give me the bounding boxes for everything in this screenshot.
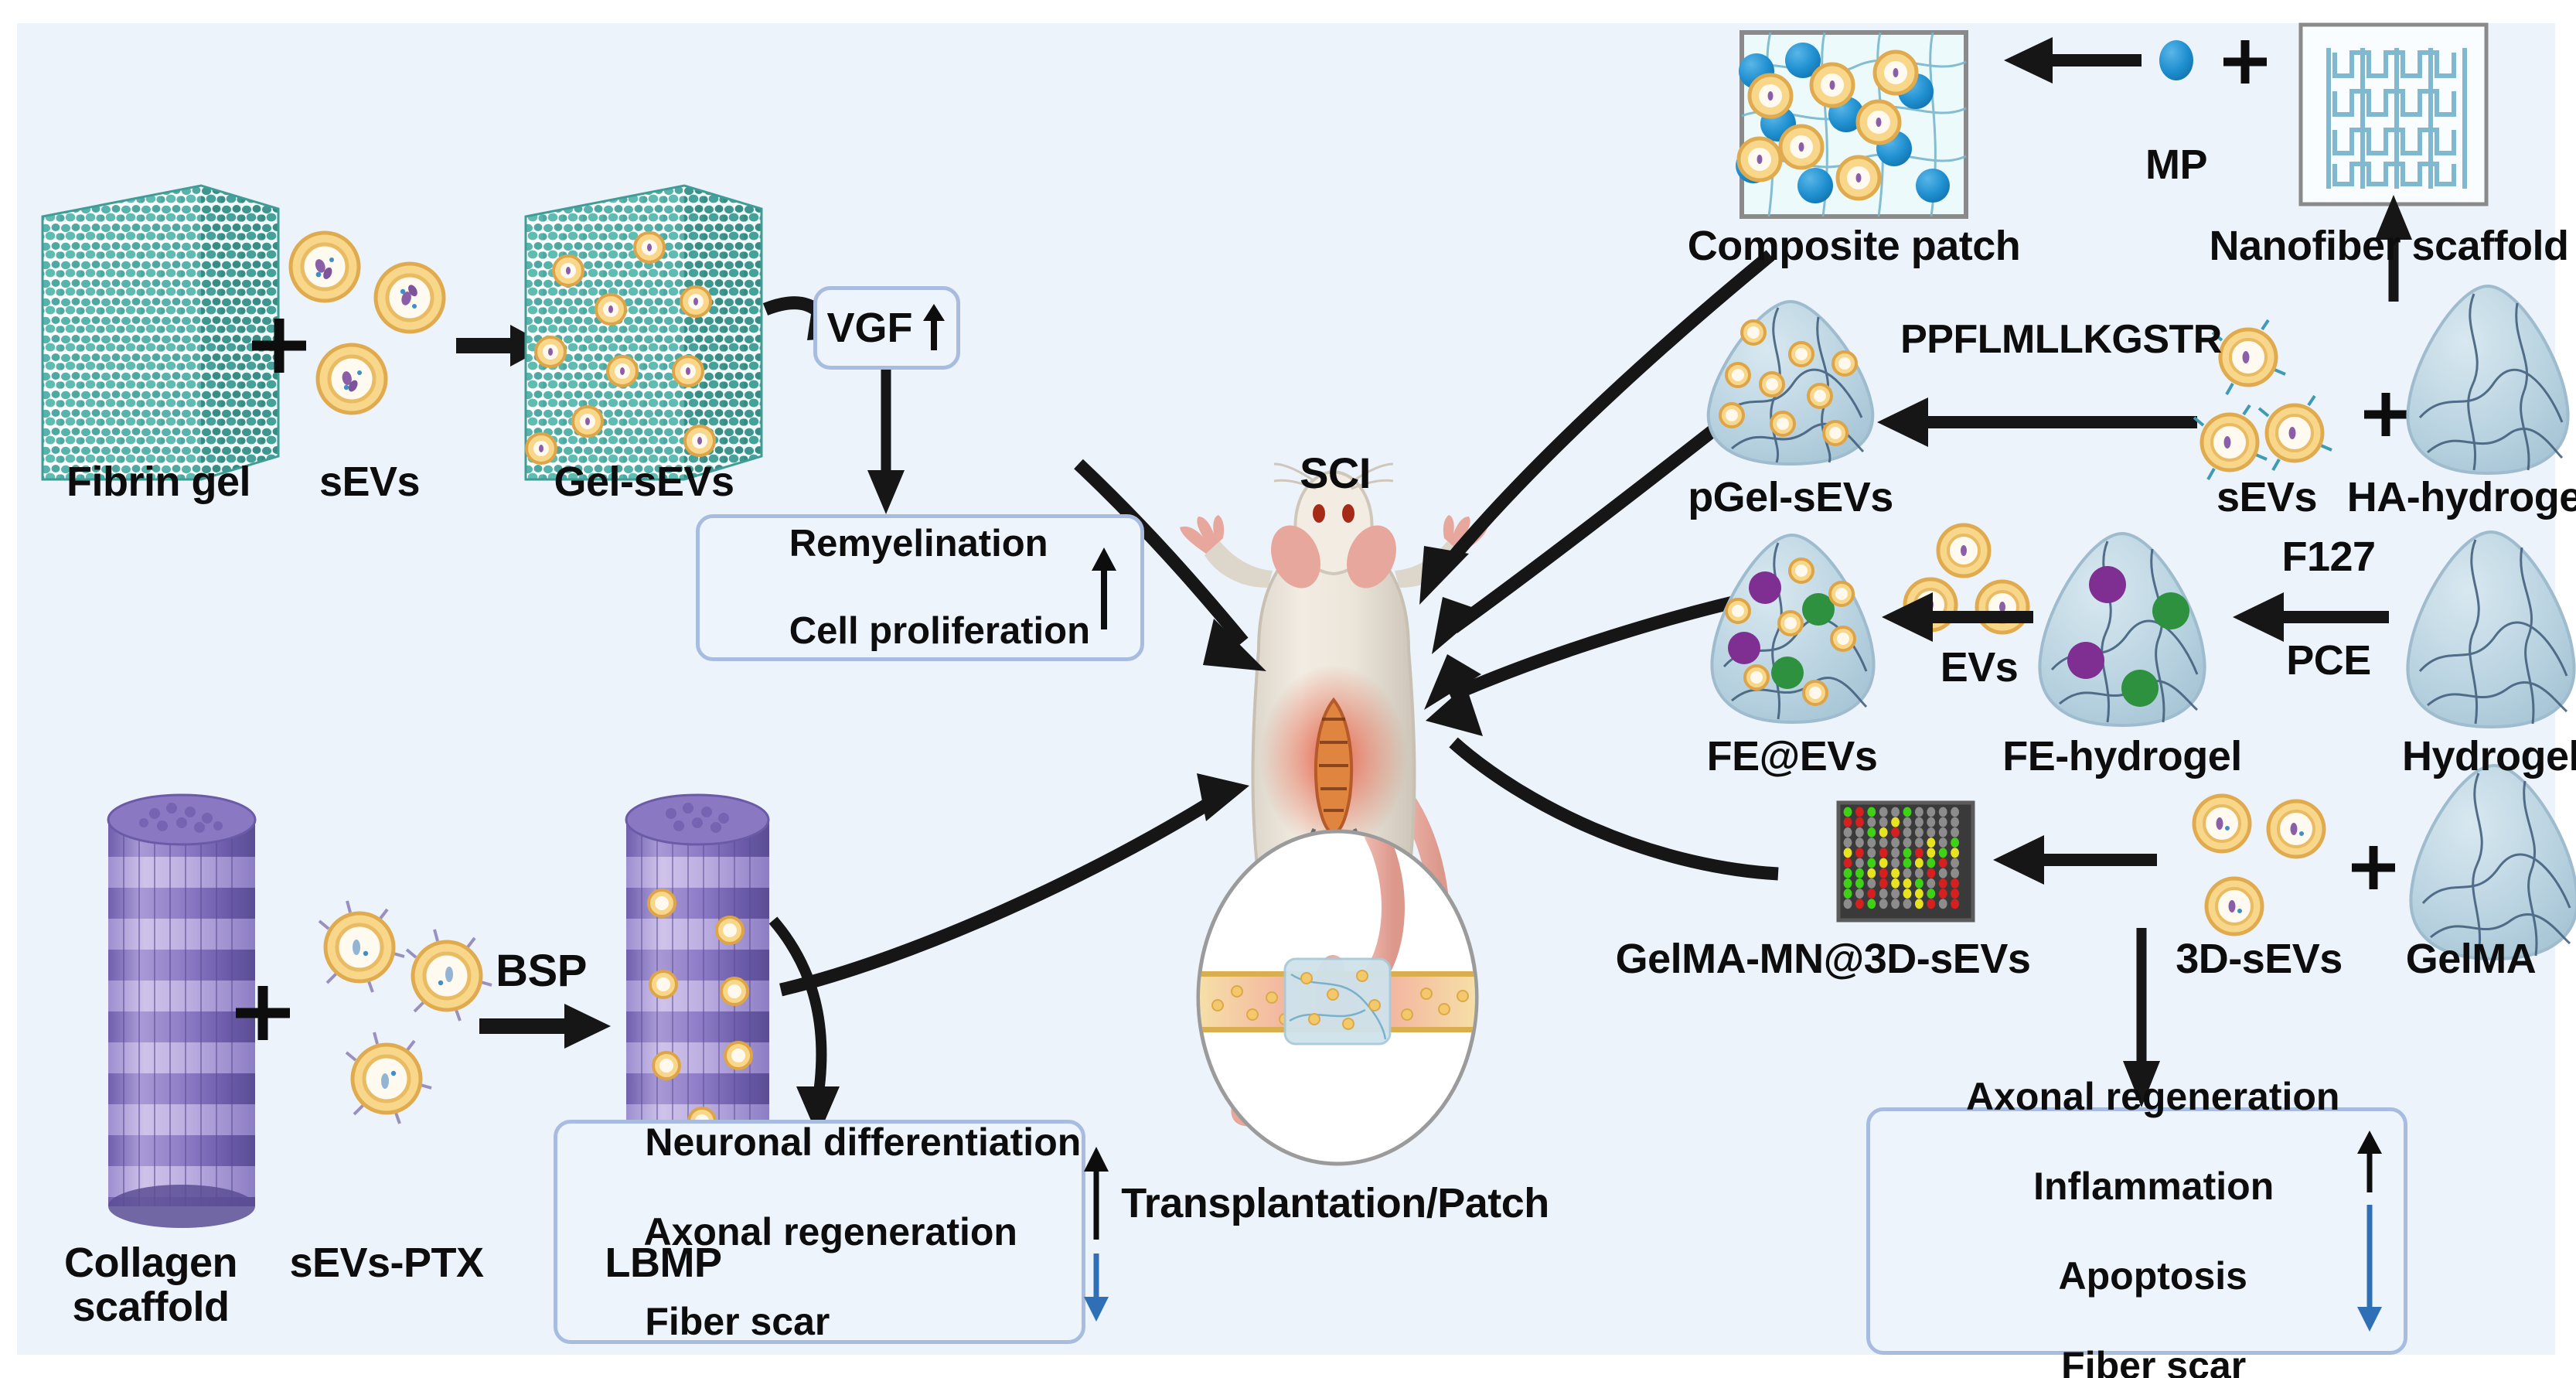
remyelination-line-2: Cell proliferation	[789, 610, 1091, 653]
right-outcome-lines: Axonal regeneration Inflammation Apoptos…	[1889, 1029, 2354, 1378]
label-sevs-row2: sEVs	[2216, 474, 2318, 520]
left-outcome-box: Neuronal differentiation Axonal regenera…	[554, 1120, 1109, 1344]
label-evs: EVs	[1940, 644, 2019, 691]
label-peptide-sequence: PPFLMLLKGSTR	[1900, 317, 2222, 362]
arrow-gelma-mn-to-outcome	[2123, 928, 2160, 1107]
label-nanofiber-scaffold: Nanofiber scaffold	[2209, 223, 2569, 269]
remyelination-line-1: Remyelination	[789, 522, 1048, 565]
label-pgel-sevs: pGel-sEVs	[1688, 474, 1893, 520]
label-sci: SCI	[1300, 449, 1371, 497]
label-fe-hydrogel: FE-hydrogel	[2002, 733, 2242, 779]
arrow-peptide	[1877, 397, 2197, 447]
sevs-illustration-1	[288, 230, 446, 415]
label-transplantation-patch: Transplantation/Patch	[1121, 1180, 1549, 1226]
left-outcome-line-1: Neuronal differentiation	[645, 1120, 1082, 1164]
label-sevs-top: sEVs	[319, 459, 421, 505]
sevs-ptx-illustration	[318, 900, 492, 1124]
arrow-ha-to-nanofiber	[2375, 195, 2412, 302]
label-gel-sevs: Gel-sEVs	[554, 459, 734, 505]
arrow-to-composite-patch	[2004, 37, 2142, 84]
arrow-remyelination-to-rat	[1074, 459, 1266, 671]
mp-illustration	[2159, 40, 2193, 80]
label-composite-patch: Composite patch	[1687, 223, 2021, 269]
arrow-lbmp-to-outcome	[768, 916, 840, 1137]
nanofiber-scaffold-illustration	[2298, 22, 2489, 206]
left-outcome-line-3: Fiber scar	[645, 1300, 830, 1343]
label-fibrin-gel: Fibrin gel	[66, 459, 251, 505]
left-outcome-line-2: Axonal regeneration	[643, 1210, 1017, 1254]
remyelination-box: Remyelination Cell proliferation	[696, 514, 1144, 661]
remyelination-lines: Remyelination Cell proliferation	[726, 478, 1090, 698]
right-outcome-line-4: Fiber scar	[2061, 1344, 2247, 1378]
up-arrow-icon-vgf	[922, 304, 945, 350]
fe-hydrogel-illustration	[2038, 531, 2206, 728]
composite-patch-illustration	[1736, 30, 1968, 219]
collagen-scaffold-illustration	[107, 793, 257, 1228]
vgf-label: VGF	[826, 304, 913, 351]
arrow-f127-pce	[2233, 592, 2389, 642]
up-arrow-icon-remyelination	[1092, 547, 1117, 629]
label-gelma: GelMA	[2405, 936, 2537, 982]
gelma-illustration	[2409, 763, 2576, 961]
arrow-pgel-to-rat	[1432, 404, 1744, 654]
plus-icon-ha	[2364, 393, 2407, 436]
label-mp: MP	[2145, 142, 2208, 188]
label-3d-sevs: 3D-sEVs	[2176, 936, 2343, 982]
plus-icon-mp	[2223, 40, 2267, 84]
label-fe-at-evs: FE@EVs	[1706, 733, 1878, 779]
label-lbmp: LBMP	[605, 1240, 722, 1286]
plus-icon-gelma	[2352, 846, 2395, 889]
right-outcome-line-2: Inflammation	[2033, 1165, 2274, 1208]
arrow-lbmp-box-to-rat	[779, 773, 1249, 997]
label-bsp: BSP	[496, 946, 587, 996]
fe-at-evs-illustration	[1710, 533, 1876, 725]
ha-hydrogel-illustration	[2406, 284, 2570, 476]
arrow-to-gelma-mn	[1993, 835, 2157, 885]
right-outcome-line-1: Axonal regeneration	[1966, 1075, 2340, 1118]
label-collagen-scaffold: Collagen scaffold	[63, 1240, 238, 1331]
trend-arrows-left-outcome	[1084, 1147, 1109, 1322]
right-outcome-box: Axonal regeneration Inflammation Apoptos…	[1866, 1075, 2407, 1378]
transplantation-inset	[1196, 829, 1479, 1166]
sevs-illustration-2	[2193, 319, 2332, 480]
hydrogel-illustration	[2406, 530, 2576, 729]
label-gelma-mn-3d-sevs: GelMA-MN@3D-sEVs	[1615, 936, 2031, 982]
label-sevs-ptx: sEVs-PTX	[289, 1240, 484, 1286]
label-ha-hydrogel: HA-hydrogel	[2346, 474, 2576, 520]
arrow-gelma-mn-to-rat	[1426, 685, 1779, 881]
trend-arrows-right-outcome	[2357, 1131, 2382, 1332]
gel-sevs-illustration	[524, 184, 763, 481]
plus-icon-collagen	[236, 986, 290, 1040]
3d-sevs-illustration	[2192, 793, 2326, 936]
plus-icon-fibrin	[252, 319, 306, 373]
pgel-sevs-illustration	[1706, 299, 1875, 466]
arrow-composite-patch-to-rat	[1419, 250, 1775, 605]
arrow-bsp	[479, 1004, 611, 1049]
left-outcome-lines: Neuronal differentiation Axonal regenera…	[581, 1075, 1082, 1378]
gelma-mn-array-illustration	[1836, 800, 1975, 923]
arrow-evs	[1882, 592, 2033, 642]
arrow-vgf-to-remyelination	[867, 370, 905, 514]
label-pce: PCE	[2286, 637, 2371, 684]
fibrin-gel-illustration	[41, 184, 280, 481]
vgf-box: VGF	[813, 286, 960, 370]
label-f127: F127	[2281, 534, 2376, 580]
right-outcome-line-3: Apoptosis	[2058, 1254, 2247, 1298]
label-hydrogel: Hydrogel	[2401, 733, 2576, 779]
